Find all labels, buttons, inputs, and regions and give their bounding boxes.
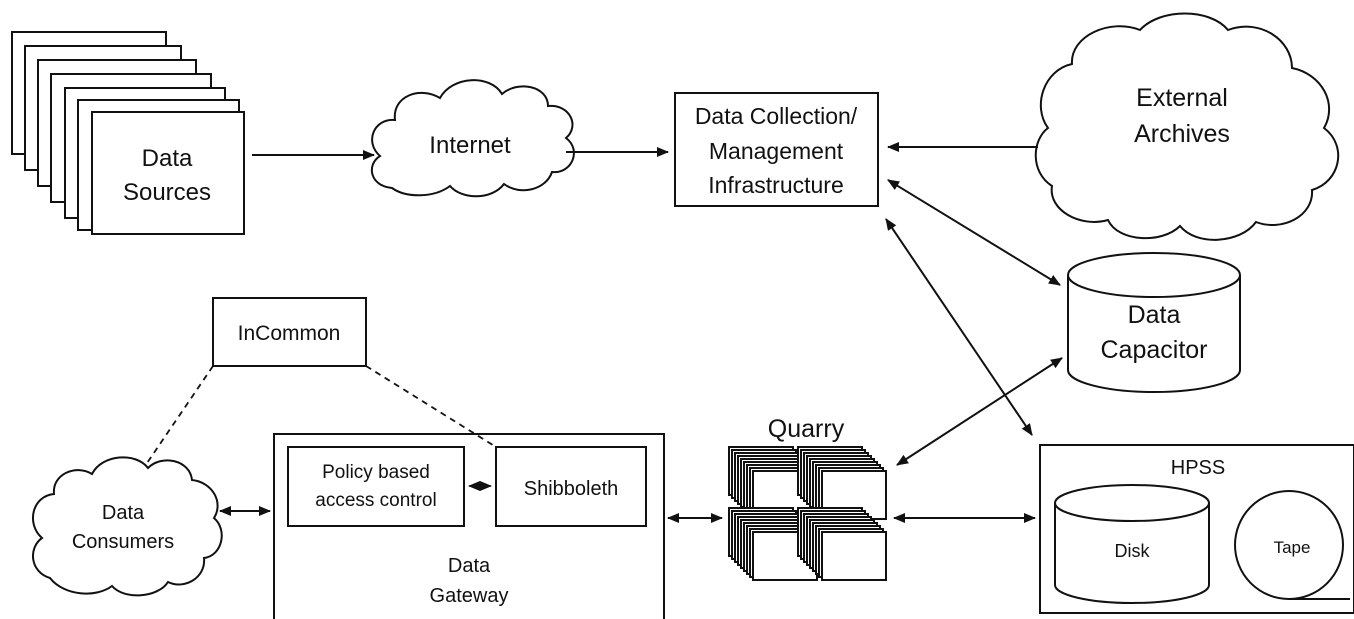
data-collection-label-3: Infrastructure bbox=[708, 172, 844, 198]
external-archives-label-2: Archives bbox=[1134, 120, 1230, 148]
dashed-incommon-consumers bbox=[144, 365, 214, 467]
data-gateway-label-2: Gateway bbox=[430, 585, 509, 607]
incommon-label: InCommon bbox=[238, 322, 341, 345]
shibboleth-box bbox=[495, 446, 647, 527]
quarry-stack-top-right bbox=[797, 446, 887, 520]
tape-reel: Tape bbox=[1234, 490, 1350, 600]
hpss-node: HPSS Disk Tape bbox=[1039, 444, 1354, 614]
quarry-node: Quarry bbox=[728, 415, 887, 581]
shibboleth-label: Shibboleth bbox=[524, 478, 619, 500]
quarry-label: Quarry bbox=[768, 415, 845, 443]
data-collection-node: Data Collection/ Management Infrastructu… bbox=[674, 92, 879, 207]
arrow-collection-hpss bbox=[885, 218, 1033, 436]
data-collection-label-1: Data Collection/ bbox=[695, 103, 858, 129]
data-capacitor-label-1: Data bbox=[1128, 301, 1181, 329]
data-gateway-node: Policy based access control Shibboleth D… bbox=[273, 433, 665, 619]
data-gateway-label-1: Data bbox=[448, 555, 491, 577]
data-sources-node: Data Sources bbox=[11, 31, 245, 235]
policy-access-label-1: Policy based bbox=[322, 462, 430, 483]
policy-access-label-2: access control bbox=[315, 490, 436, 511]
external-archives-cloud: External Archives bbox=[1034, 12, 1340, 241]
incommon-node: InCommon bbox=[212, 297, 367, 367]
connectors bbox=[144, 142, 1063, 523]
data-consumers-label-1: Data bbox=[102, 502, 145, 524]
arrow-collection-capacitor bbox=[887, 179, 1061, 286]
external-archives-label-1: External bbox=[1136, 84, 1228, 112]
dashed-incommon-shibboleth bbox=[365, 365, 497, 448]
disk-cylinder: Disk bbox=[1054, 484, 1210, 604]
quarry-stack-bottom-right bbox=[797, 507, 887, 581]
data-consumers-cloud: Data Consumers bbox=[32, 456, 223, 597]
data-consumers-label-2: Consumers bbox=[72, 531, 174, 553]
data-collection-label-2: Management bbox=[709, 138, 844, 164]
data-capacitor-cylinder: Data Capacitor bbox=[1067, 252, 1241, 393]
policy-access-box bbox=[287, 446, 465, 527]
data-capacitor-label-2: Capacitor bbox=[1101, 336, 1208, 364]
data-sources-label-1: Data bbox=[142, 145, 193, 172]
tape-label: Tape bbox=[1274, 538, 1311, 557]
arrow-capacitor-quarry bbox=[896, 357, 1063, 466]
hpss-label: HPSS bbox=[1171, 457, 1225, 479]
disk-label: Disk bbox=[1115, 541, 1151, 561]
internet-label: Internet bbox=[429, 132, 511, 159]
data-sources-label-2: Sources bbox=[123, 179, 211, 206]
internet-cloud: Internet bbox=[370, 79, 575, 198]
